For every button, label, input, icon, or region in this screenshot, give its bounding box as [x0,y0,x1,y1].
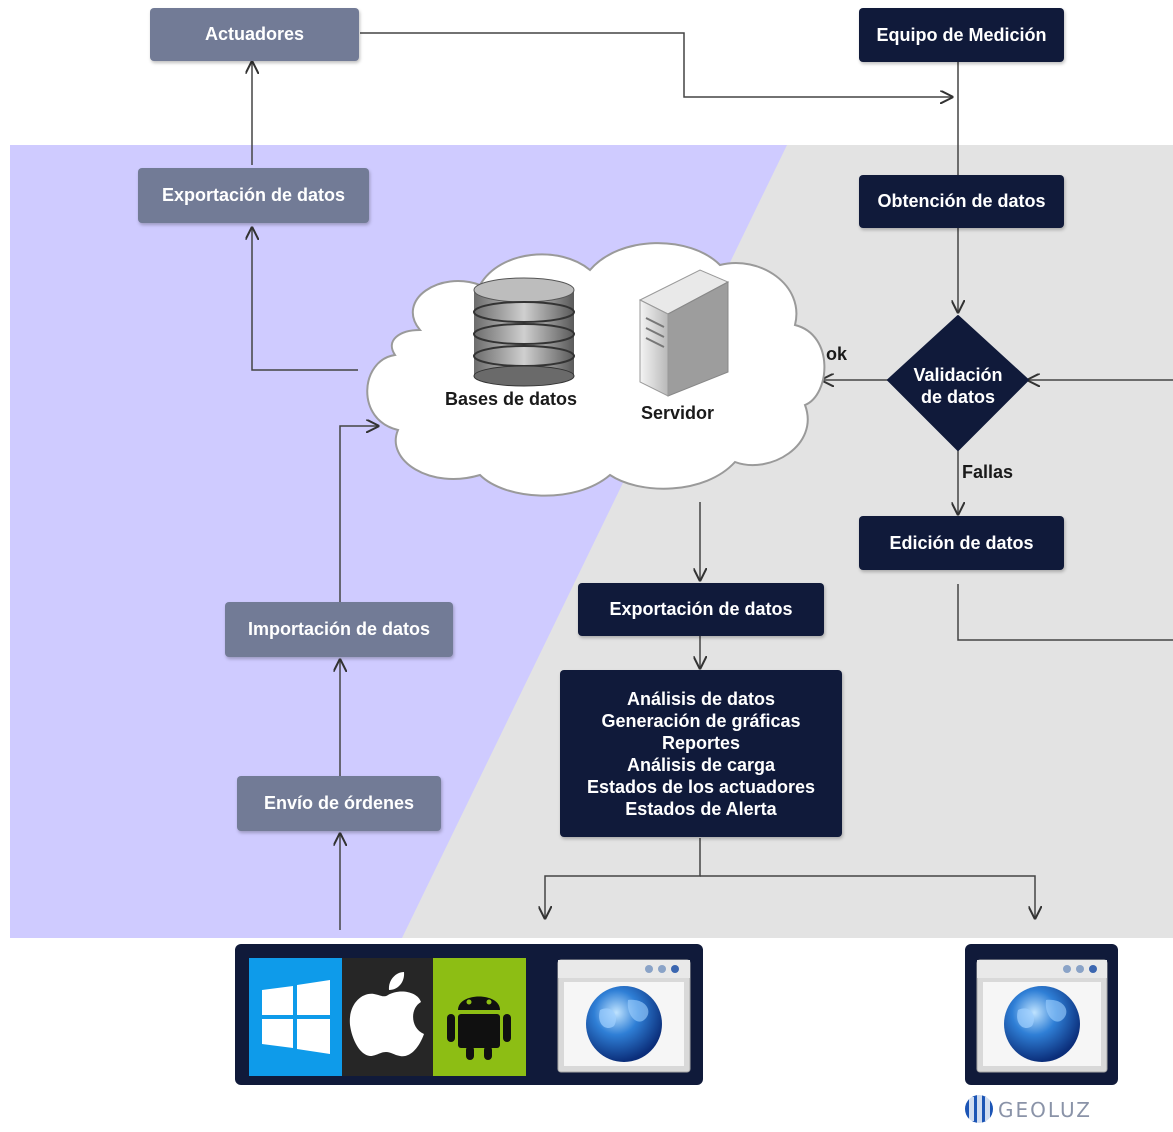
connector-actuadores-to-measurement [360,32,952,97]
validacion-line-1: Validación [913,365,1003,385]
ok-label: ok [826,344,848,364]
equipo-medicion-label: Equipo de Medición [876,24,1047,45]
browser-icon-right [976,959,1108,1073]
browser-icon [557,959,691,1073]
analysis-item: Estados de Alerta [625,798,777,819]
brand-logo-icon [965,1095,993,1123]
apple-icon [349,972,424,1057]
exportacion-left-label: Exportación de datos [161,185,346,205]
validation-diamond [887,315,1029,451]
envio-label: Envío de órdenes [263,793,415,813]
analysis-item: Análisis de datos [626,688,776,709]
exportacion-center-label: Exportación de datos [609,599,793,619]
actuadores-node: Actuadores [150,8,359,61]
servidor-label: Servidor [641,403,715,423]
database-icon [473,277,575,387]
server-icon [638,269,730,397]
validacion-line-2: de datos [920,387,995,407]
edicion-node: Edición de datos [859,516,1064,570]
obtencion-node: Obtención de datos [859,175,1064,228]
connector-cloud-to-export-left [252,228,358,371]
analysis-node: Análisis de datos Generación de gráficas… [560,670,842,837]
analysis-item: Estados de los actuadores [586,776,816,797]
importacion-node: Importación de datos [225,602,453,657]
brand-logo-text: GEOLUZ [998,1098,1093,1122]
connector-import-to-cloud [339,426,378,602]
connector-analysis-split-right [700,875,1035,918]
fallas-label: Fallas [962,462,1014,482]
connector-analysis-split [545,838,701,918]
android-icon [447,996,511,1060]
validacion-label: Validación de datos [888,358,1028,414]
analysis-item: Reportes [661,732,741,753]
connector-edicion-loop [957,584,1173,641]
obtencion-label: Obtención de datos [877,191,1046,211]
exportacion-center-node: Exportación de datos [578,583,824,636]
actuadores-label: Actuadores [204,24,305,44]
envio-node: Envío de órdenes [237,776,441,831]
bases-de-datos-label: Bases de datos [445,389,578,409]
windows-icon [262,980,330,1054]
exportacion-left-node: Exportación de datos [138,168,369,223]
analysis-item: Análisis de carga [626,754,776,775]
equipo-medicion-node: Equipo de Medición [859,8,1064,62]
importacion-label: Importación de datos [247,619,431,639]
edicion-label: Edición de datos [889,532,1034,553]
analysis-item: Generación de gráficas [601,710,801,731]
